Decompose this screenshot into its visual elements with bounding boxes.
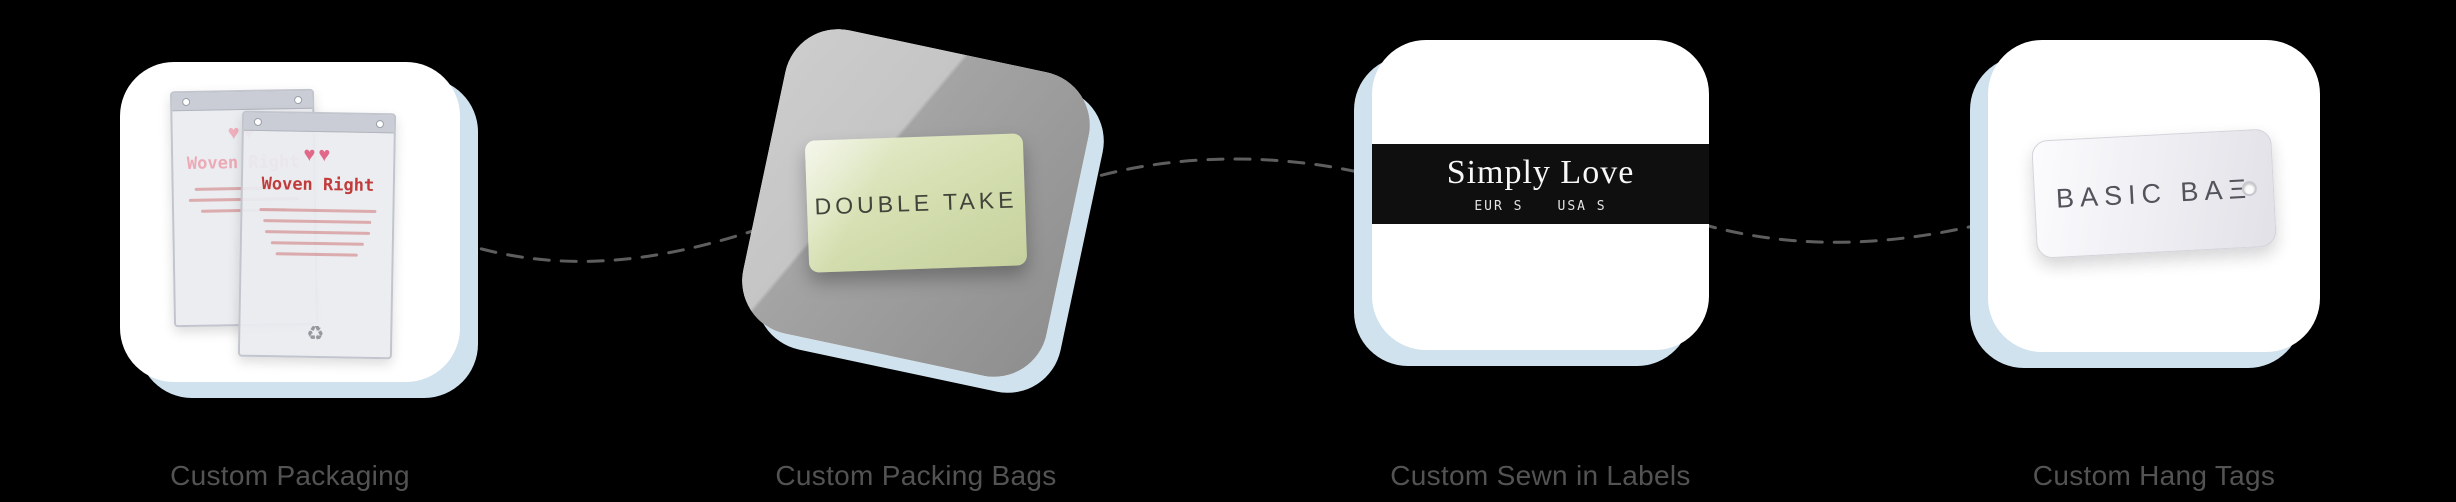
step-custom-packing-bags: DOUBLE TAKE Custom Packing Bags [732, 0, 1114, 502]
heart-icon: ♥♥ [303, 143, 334, 167]
sewn-label-card[interactable]: Simply Love EUR S USA S [1372, 40, 1709, 350]
size-eur: EUR S [1474, 199, 1524, 214]
step-label-custom-hang-tags: Custom Hang Tags [2032, 460, 2276, 491]
step-custom-sewn-in-labels: Simply Love EUR S USA S Custom Sewn in L… [1354, 0, 1709, 502]
woven-label: Simply Love EUR S USA S [1372, 144, 1709, 224]
step-label-custom-packing-bags: Custom Packing Bags [775, 460, 1057, 491]
bag-brand-text: Woven Right [261, 174, 375, 196]
packing-bag-card[interactable]: DOUBLE TAKE [732, 19, 1100, 387]
connector-line-1 [428, 216, 792, 263]
hang-tag-card[interactable]: BASIC BAΞ [1988, 40, 2320, 352]
bag-hole-icon [253, 117, 263, 126]
step-custom-hang-tags: BASIC BAΞ Custom Hang Tags [1970, 0, 2320, 502]
woven-label-brand-text: Simply Love [1446, 154, 1635, 191]
hang-tag-brand-text: BASIC BAΞ [2055, 173, 2253, 214]
packing-bag: DOUBLE TAKE [804, 133, 1028, 273]
recycle-icon: ♻ [306, 322, 325, 346]
step-custom-packaging: ♥♥ Woven Right ♥♥ Woven Right ♻ [120, 0, 478, 502]
bag-hole-icon [182, 97, 191, 106]
tag-hole-icon [2241, 180, 2258, 197]
packaging-card[interactable]: ♥♥ Woven Right ♥♥ Woven Right ♻ [120, 62, 460, 382]
hang-tag: BASIC BAΞ [2031, 128, 2277, 259]
step-label-custom-sewn-in-labels: Custom Sewn in Labels [1390, 460, 1691, 491]
size-usa: USA S [1557, 199, 1607, 214]
bag-hole-icon [294, 95, 303, 104]
bag-hanger-strip [243, 112, 395, 134]
bag-fine-print [242, 207, 393, 258]
bag-hole-icon [375, 119, 385, 128]
woven-label-sizes: EUR S USA S [1474, 199, 1606, 214]
poly-bag-front: ♥♥ Woven Right ♻ [237, 110, 397, 360]
bag-hanger-strip [171, 90, 313, 112]
step-label-custom-packaging: Custom Packaging [170, 460, 410, 491]
